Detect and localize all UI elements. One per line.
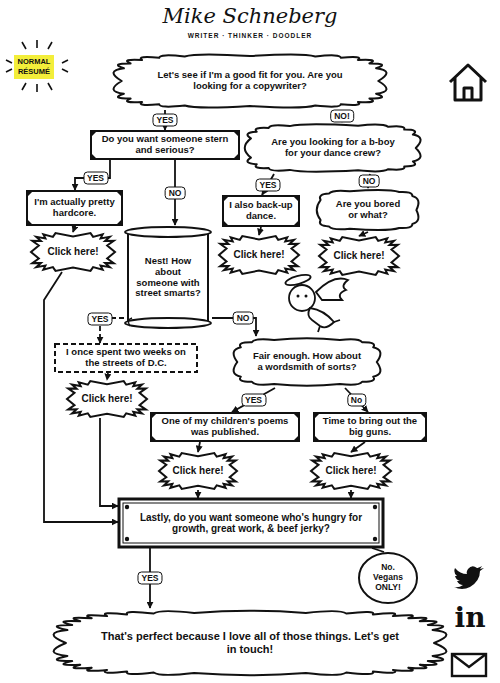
node-text: Fair enough. How about a wordsmith of so… [252,351,362,373]
question-cloud: That's perfect because I love all of tho… [52,608,448,678]
edge-label: NO! [330,110,354,123]
question-cloud: Are you bored or what? [316,188,420,232]
node-text: Lastly, do you want someone who's hungry… [134,512,368,535]
click-burst: Click here! [30,232,116,272]
answer-box: I'm actually pretty hardcore. [26,190,123,226]
question-cloud: Let's see if I'm a good fit for you. Are… [112,52,388,110]
node-text: Click here! [333,250,384,262]
node-text: I once spent two weeks on the streets of… [60,347,192,369]
flow-connector [232,388,275,412]
node-text: Click here! [325,465,376,477]
linkedin-icon: in [452,603,488,633]
resume-link: NORMAL RÉSUMÉ [14,55,54,79]
click-burst: Click here! [310,452,392,490]
node-text: That's perfect because I love all of tho… [100,630,400,655]
node-text: Do you want someone stern and serious? [96,134,234,156]
edge-label: YES [241,394,266,407]
node-text: Nest! How about someone with street smar… [133,256,203,300]
answer-box: Time to bring out the big guns. [313,412,427,442]
twitter-icon [452,565,486,593]
node-text: Let's see if I'm a good fit for you. Are… [146,70,354,92]
edge-label: NO [165,186,186,199]
flow-connector [259,227,261,235]
edge-label: YES [152,114,177,127]
answer-box: Do you want someone stern and serious? [90,130,240,160]
click-burst: Click here! [218,235,300,275]
node-text: Are you bored or what? [332,199,404,221]
edge-label: YES [255,178,280,191]
reply-bubble: No. Vegans ONLY! [358,552,418,604]
edge-label: NO [359,175,380,188]
node-text: Click here! [47,246,98,258]
node-text: Click here! [81,393,132,405]
answer-box: One of my children's poems was published… [150,412,300,442]
edge-label: NO [233,312,254,325]
flow-connector [359,232,368,236]
click-burst: Click here! [66,380,148,418]
flow-connector [75,160,110,190]
flow-connector [197,490,199,498]
edge-label: YES [87,312,112,325]
edge-label: No [347,394,366,407]
node-text: Click here! [172,465,223,477]
edge-label: YES [137,572,162,585]
flow-connector [73,226,75,232]
node-text: One of my children's poems was published… [156,416,294,438]
flow-connector [350,490,352,498]
answer-box: I once spent two weeks on the streets of… [54,343,198,373]
node-text: Click here! [233,249,284,261]
question-scroll: Nest! How about someone with street smar… [124,225,212,330]
question-cloud: Fair enough. How about a wordsmith of so… [232,336,382,388]
subtitle: WRITER · THINKER · DOODLER [0,32,500,39]
mail-icon [450,652,488,678]
answer-box: I also back-up dance. [222,195,300,227]
question-cloud: Are you looking for a b-boy for your dan… [244,122,422,174]
node-text: Time to bring out the big guns. [319,416,421,438]
node-text: No. Vegans ONLY! [366,563,410,592]
flow-connector [198,442,200,452]
node-text: I also back-up dance. [228,200,294,222]
node-text: Are you looking for a b-boy for your dan… [268,137,398,159]
flow-connector [372,548,384,552]
node-text: I'm actually pretty hardcore. [32,197,117,219]
click-burst: Click here! [158,452,238,490]
flow-connector [107,373,108,380]
flow-connector [100,418,118,506]
angel-doodle [276,270,356,336]
click-burst: Click here! [318,236,400,276]
edge-label: YES [83,172,108,185]
flow-connector [345,388,368,412]
final-banner: Lastly, do you want someone who's hungry… [118,498,384,548]
flow-connector [351,442,365,452]
home-icon [446,60,490,104]
title: Mike Schneberg [0,4,500,28]
